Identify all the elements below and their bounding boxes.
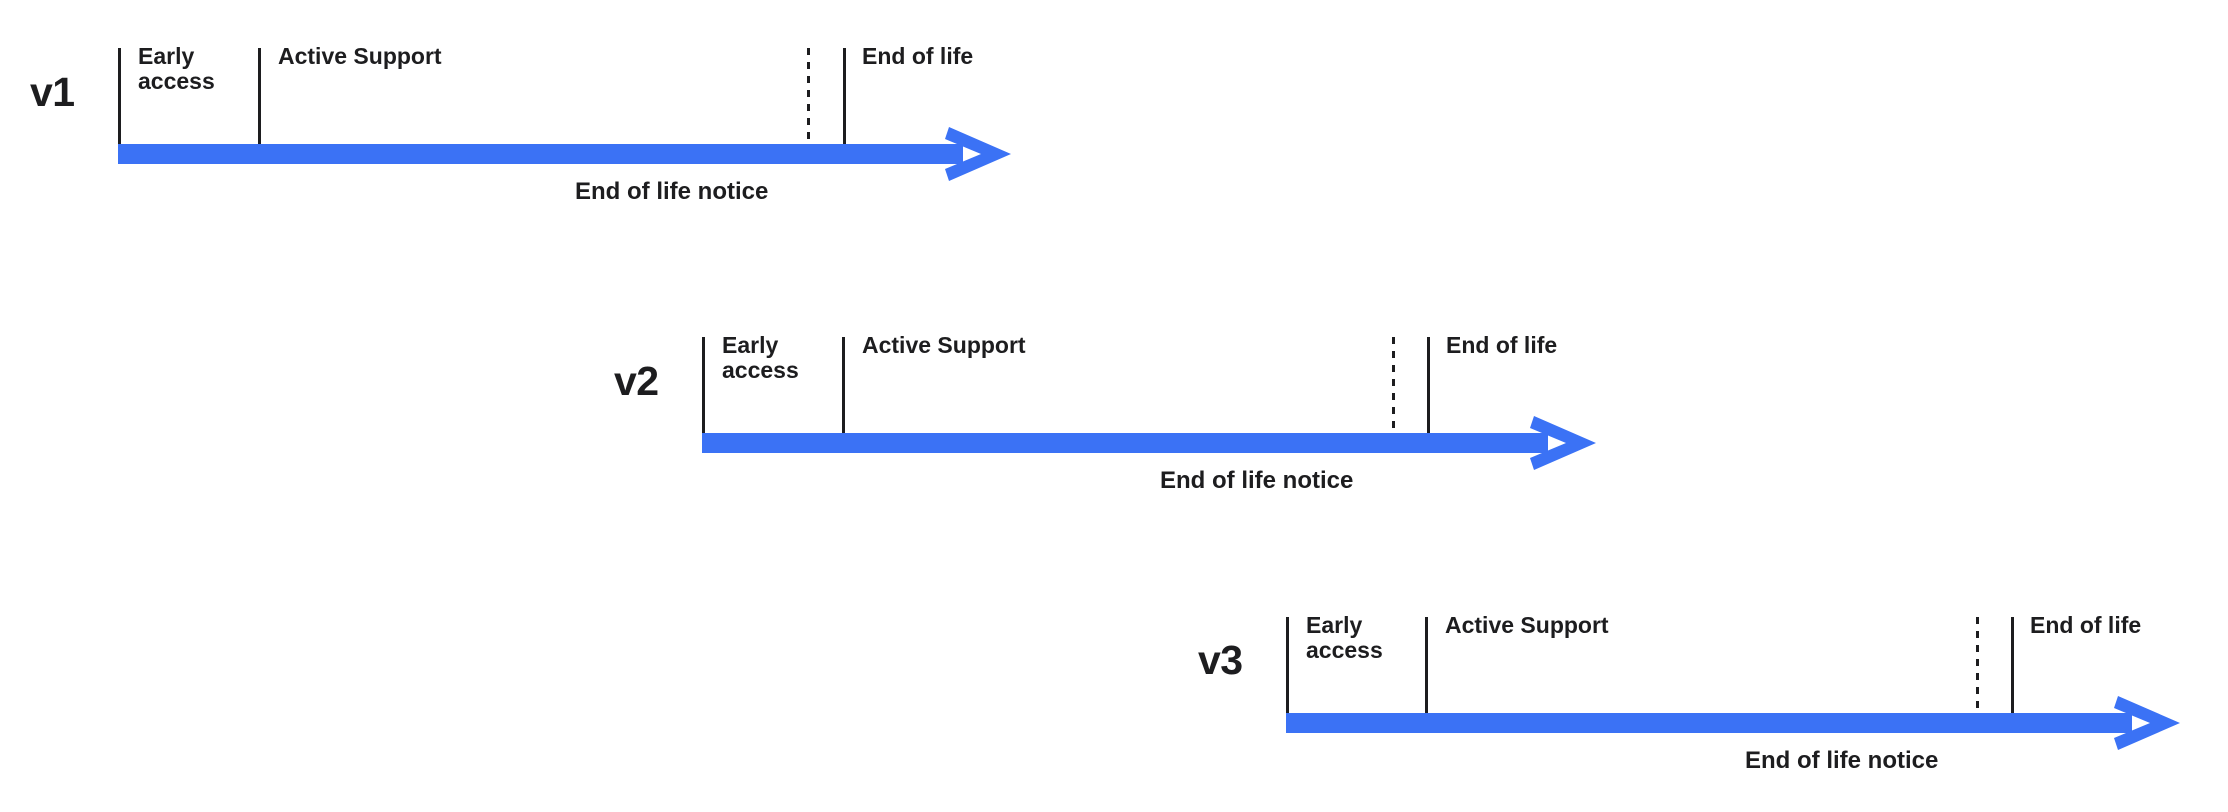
phase-label-end-of-life: End of life: [2030, 612, 2142, 638]
phase-label-early-access: Early access: [722, 332, 799, 383]
timeline-bar-shaft: [118, 144, 963, 164]
phase-divider-active-support: [258, 48, 261, 144]
phase-label-end-of-life: End of life: [862, 43, 974, 69]
version-label-v1: v1: [30, 69, 75, 115]
timeline-arrowhead-icon: [1526, 414, 1598, 472]
phase-label-active-support: Active Support: [862, 332, 1026, 358]
end-of-life-notice-label: End of life notice: [1745, 747, 1939, 774]
phase-label-active-support: Active Support: [1445, 612, 1609, 638]
phase-label-end-of-life: End of life: [1446, 332, 1558, 358]
phase-label-active-support: Active Support: [278, 43, 442, 69]
timeline-arrowhead-icon: [941, 125, 1013, 183]
timeline-bar-shaft: [1286, 713, 2132, 733]
phase-divider-start: [118, 48, 121, 144]
phase-divider-start: [702, 337, 705, 433]
end-of-life-notice-label: End of life notice: [1160, 467, 1354, 494]
timeline-arrowhead-icon: [2110, 694, 2182, 752]
phase-divider-end-of-life: [2011, 617, 2014, 713]
phase-divider-active-support: [842, 337, 845, 433]
phase-divider-start: [1286, 617, 1289, 713]
phase-divider-end-of-life: [843, 48, 846, 144]
phase-label-early-access: Early access: [138, 43, 215, 94]
phase-label-early-access: Early access: [1306, 612, 1383, 663]
end-of-life-notice-dashed-divider: [807, 48, 810, 144]
end-of-life-notice-dashed-divider: [1976, 617, 1979, 713]
version-label-v3: v3: [1198, 637, 1243, 683]
timeline-bar-shaft: [702, 433, 1548, 453]
version-label-v2: v2: [614, 358, 659, 404]
end-of-life-notice-dashed-divider: [1392, 337, 1395, 433]
phase-divider-active-support: [1425, 617, 1428, 713]
phase-divider-end-of-life: [1427, 337, 1430, 433]
end-of-life-notice-label: End of life notice: [575, 178, 769, 205]
